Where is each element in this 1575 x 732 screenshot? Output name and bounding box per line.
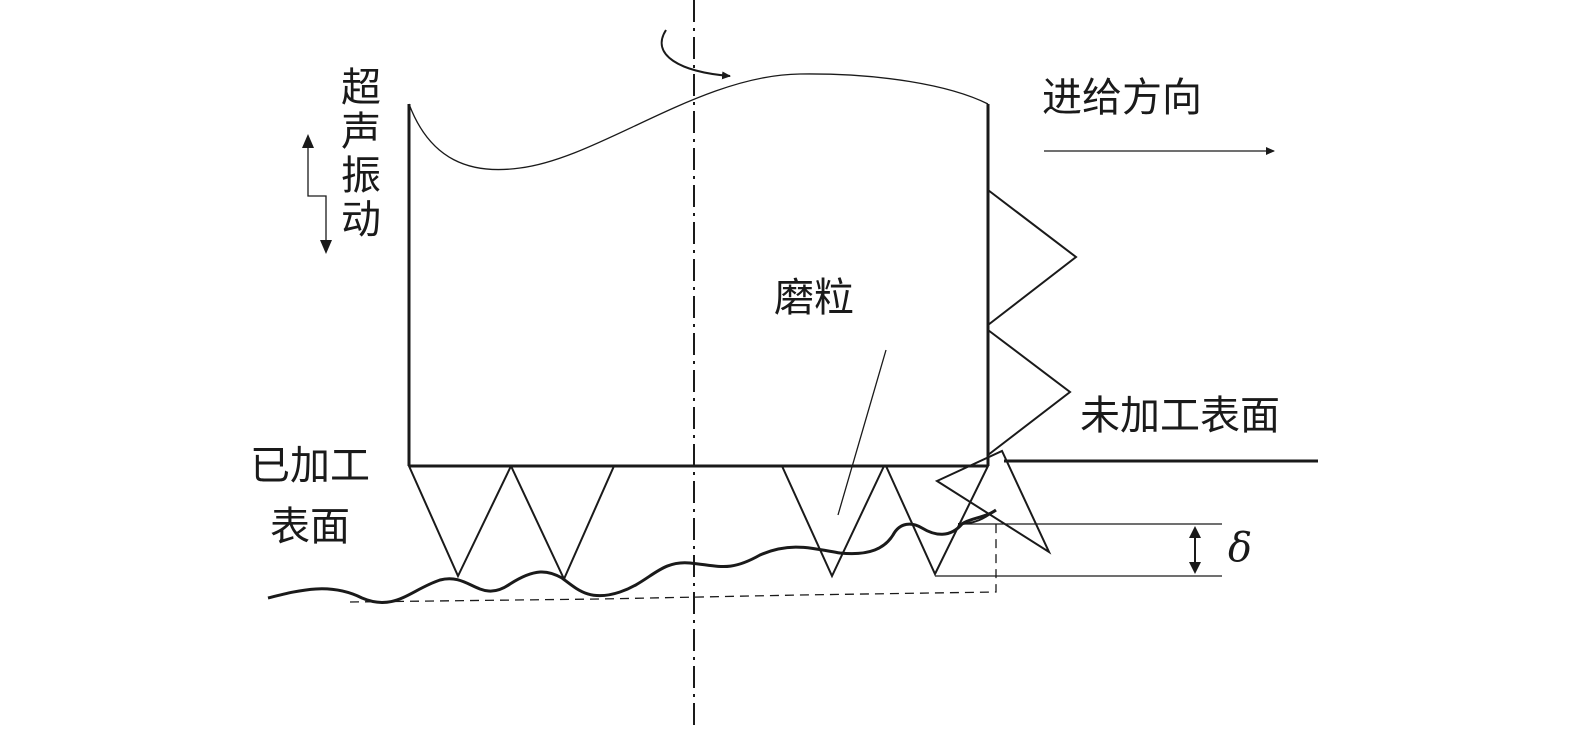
bottom-abrasive-grains: [407, 449, 1052, 582]
ultrasonic-vibration-label: 超声振动: [341, 65, 381, 243]
rotation-arrow: [660, 29, 731, 80]
side-abrasive-grains: [987, 189, 1078, 456]
feed-direction-label: 进给方向: [1042, 75, 1202, 121]
reference-dashed-lines: [349, 524, 997, 603]
abrasive-grain-leader: [837, 349, 887, 516]
depth-delta-symbol: δ: [1228, 525, 1253, 571]
machined-surface-label-line2: 表面: [270, 504, 350, 550]
tool-body: [407, 73, 990, 468]
vibration-double-arrow: [302, 134, 332, 254]
depth-double-arrow: [1189, 526, 1201, 574]
abrasive-grain-label: 磨粒: [774, 275, 854, 321]
machined-surface-profile: [267, 508, 997, 604]
machined-surface-label-line1: 已加工: [250, 443, 370, 489]
depth-dimension-lines: [935, 523, 1222, 577]
unmachined-surface-label: 未加工表面: [1080, 393, 1280, 439]
